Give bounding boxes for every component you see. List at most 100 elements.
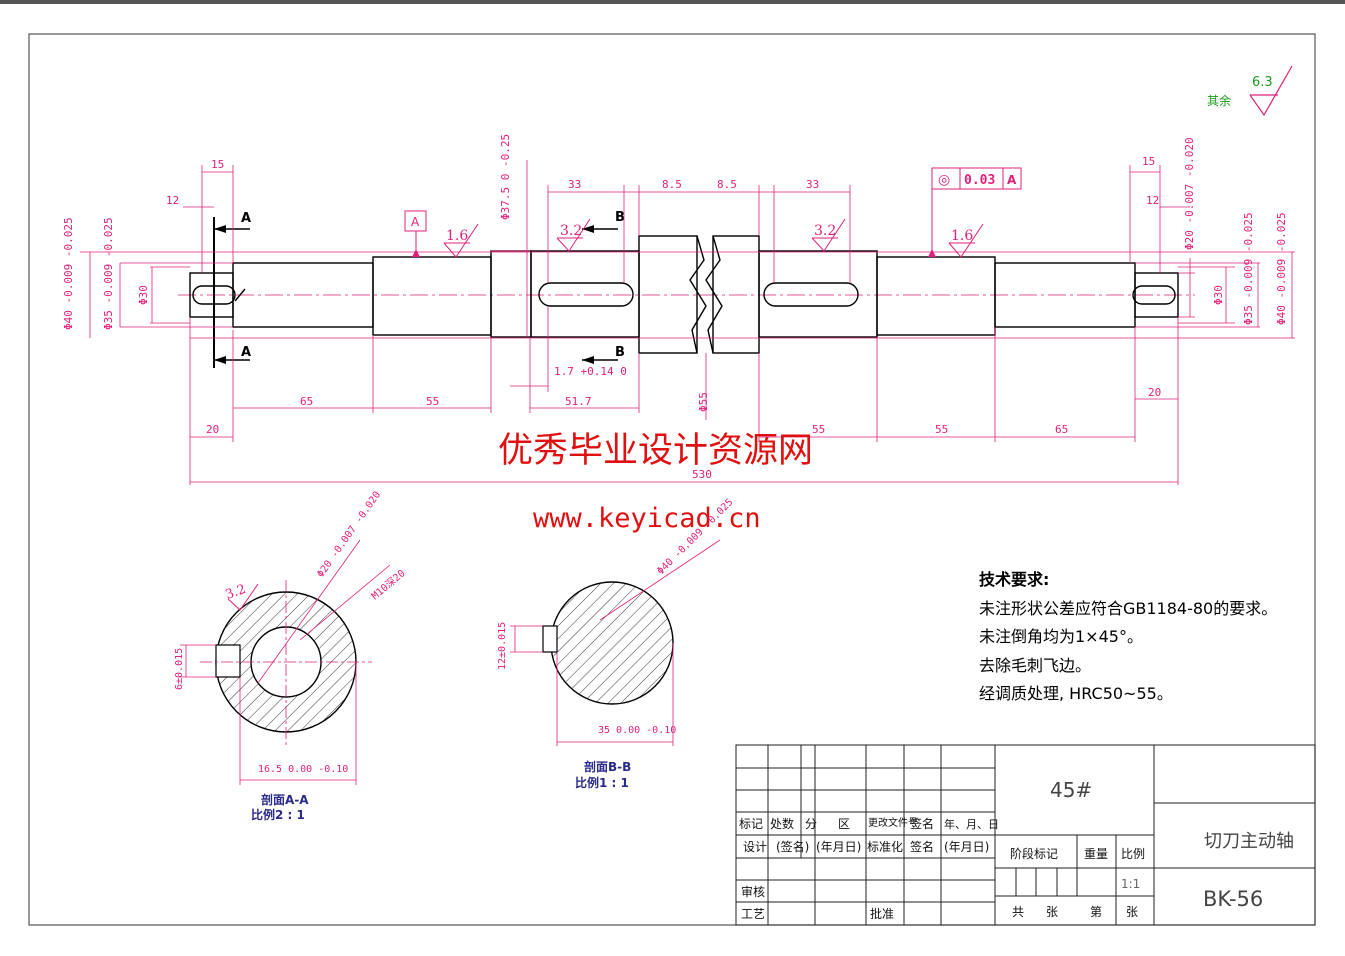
tb-part-name: 切刀主动轴 — [1204, 831, 1294, 852]
tb-zone-a: 分 — [805, 817, 817, 831]
tb-weight: 重量 — [1084, 847, 1108, 861]
svg-text:B: B — [615, 210, 625, 225]
bb-key-width: 12±0.015 — [497, 622, 508, 670]
aa-depth-dim: 16.5 0.00 -0.10 — [258, 764, 348, 775]
tb-sheets: 张 — [1046, 905, 1058, 919]
tb-no: 第 — [1090, 905, 1102, 919]
tb-design: 设计 — [743, 840, 767, 854]
svg-text:8.5: 8.5 — [662, 178, 682, 191]
svg-text:15: 15 — [1142, 155, 1155, 168]
svg-text:1.7 +0.14 0: 1.7 +0.14 0 — [554, 365, 627, 378]
svg-text:Φ35 -0.009 -0.025: Φ35 -0.009 -0.025 — [1242, 212, 1255, 325]
tb-zone-b: 区 — [838, 817, 850, 831]
bb-scale: 比例1 : 1 — [575, 775, 629, 790]
notes-heading: 技术要求: — [979, 570, 1049, 589]
title-block — [735, 744, 1316, 926]
dimension-texts: 15 12 15 12 33 8.5 8.5 33 Φ37.5 0 -0.25 … — [62, 134, 1288, 481]
note-line-1: 未注形状公差应符合GB1184-80的要求。 — [979, 599, 1277, 618]
roughness-label: 1.6 — [951, 228, 973, 244]
note-line-4: 经调质处理, HRC50~55。 — [979, 684, 1173, 703]
section-cut-aa: A A — [213, 211, 251, 368]
aa-thread-dim: M10深20 — [369, 567, 407, 602]
tb-ratio-value: 1:1 — [1121, 877, 1140, 891]
watermark-url: www.keyicad.cn — [533, 503, 761, 534]
shaft-outline — [189, 235, 1179, 354]
svg-text:其余: 其余 — [1207, 93, 1231, 108]
tb-approve: 批准 — [870, 906, 894, 921]
aa-scale: 比例2 : 1 — [251, 807, 305, 822]
tb-std-date: (年月日) — [944, 840, 989, 854]
tb-change-doc: 更改文件号 — [868, 816, 918, 829]
surface-finish-symbol: 其余 6.3 — [1207, 65, 1293, 117]
roughness-label: 3.2 — [814, 223, 836, 239]
tb-material: 45# — [1050, 778, 1092, 802]
tb-sheet: 张 — [1126, 905, 1138, 919]
aa-key-width: 6±0.015 — [174, 648, 185, 690]
tolerance-frame: ◎ 0.03 A — [928, 167, 1022, 257]
svg-text:Φ40 -0.009 -0.025: Φ40 -0.009 -0.025 — [1275, 212, 1288, 325]
svg-text:Φ55: Φ55 — [697, 392, 710, 412]
svg-text:6.3: 6.3 — [1252, 75, 1273, 90]
tb-review: 审核 — [741, 884, 765, 899]
note-line-2: 未注倒角均为1×45°。 — [979, 627, 1143, 646]
roughness-label: 1.6 — [446, 228, 468, 244]
bb-depth-dim: 35 0.00 -0.10 — [598, 725, 676, 736]
svg-text:A: A — [1007, 173, 1017, 187]
svg-text:65: 65 — [1055, 423, 1068, 436]
aa-bore-dim: Φ20 -0.007 -0.020 — [315, 490, 383, 580]
aa-title: 剖面A-A — [261, 792, 309, 807]
svg-text:530: 530 — [692, 468, 712, 481]
svg-text:A: A — [411, 215, 420, 229]
svg-text:20: 20 — [206, 423, 219, 436]
svg-text:8.5: 8.5 — [717, 178, 737, 191]
svg-text:B: B — [615, 345, 625, 360]
svg-text:15: 15 — [211, 158, 224, 171]
tb-standard: 标准化 — [867, 840, 903, 854]
roughness-label: 3.2 — [560, 223, 582, 239]
tb-design-date: (年月日) — [816, 840, 861, 854]
tb-process: 工艺 — [741, 907, 765, 921]
tb-stage: 阶段标记 — [1010, 846, 1058, 861]
aa-roughness: 3.2 — [224, 582, 249, 603]
svg-text:33: 33 — [568, 178, 581, 191]
tb-mark: 标记 — [739, 817, 763, 831]
tb-date: 年、月、日 — [944, 817, 999, 831]
tb-ratio: 比例 — [1121, 847, 1145, 861]
section-aa-view — [180, 539, 391, 785]
watermark-title: 优秀毕业设计资源网 — [498, 431, 813, 471]
svg-text:Φ37.5 0 -0.25: Φ37.5 0 -0.25 — [499, 134, 512, 220]
datum-a-marker: A — [404, 210, 427, 257]
svg-text:51.7: 51.7 — [565, 395, 592, 408]
svg-text:A: A — [241, 211, 251, 226]
svg-text:55: 55 — [426, 395, 439, 408]
tb-std-sign: 签名 — [910, 839, 934, 854]
svg-text:Φ35 -0.009 -0.025: Φ35 -0.009 -0.025 — [102, 217, 115, 330]
svg-text:33: 33 — [806, 178, 819, 191]
svg-text:12: 12 — [1146, 194, 1159, 207]
svg-text:0.03: 0.03 — [964, 173, 995, 188]
svg-text:12: 12 — [166, 194, 179, 207]
svg-text:Φ20 -0.007 -0.020: Φ20 -0.007 -0.020 — [1183, 137, 1196, 250]
svg-text:Φ40 -0.009 -0.025: Φ40 -0.009 -0.025 — [62, 217, 75, 330]
note-line-3: 去除毛刺飞边。 — [979, 656, 1091, 675]
roughness-marks — [443, 218, 984, 258]
svg-text:55: 55 — [935, 423, 948, 436]
tb-sign: 签名 — [910, 816, 934, 831]
svg-text:Φ30: Φ30 — [137, 285, 150, 305]
window-top-bar — [0, 0, 1345, 4]
dimension-lines — [80, 160, 1295, 485]
svg-text:20: 20 — [1148, 386, 1161, 399]
section-cut-bb: B B — [582, 210, 625, 364]
section-bb-view — [510, 539, 721, 746]
svg-text:65: 65 — [300, 395, 313, 408]
svg-text:◎: ◎ — [938, 172, 950, 188]
tb-count: 处数 — [770, 816, 794, 831]
tb-total: 共 — [1012, 905, 1024, 919]
bb-title: 剖面B-B — [584, 759, 631, 774]
tb-design-sign: (签名) — [776, 839, 809, 854]
drawing-frame — [28, 33, 1316, 926]
svg-text:Φ30: Φ30 — [1212, 285, 1225, 305]
tb-drawing-no: BK-56 — [1203, 887, 1263, 911]
svg-text:A: A — [241, 345, 251, 360]
